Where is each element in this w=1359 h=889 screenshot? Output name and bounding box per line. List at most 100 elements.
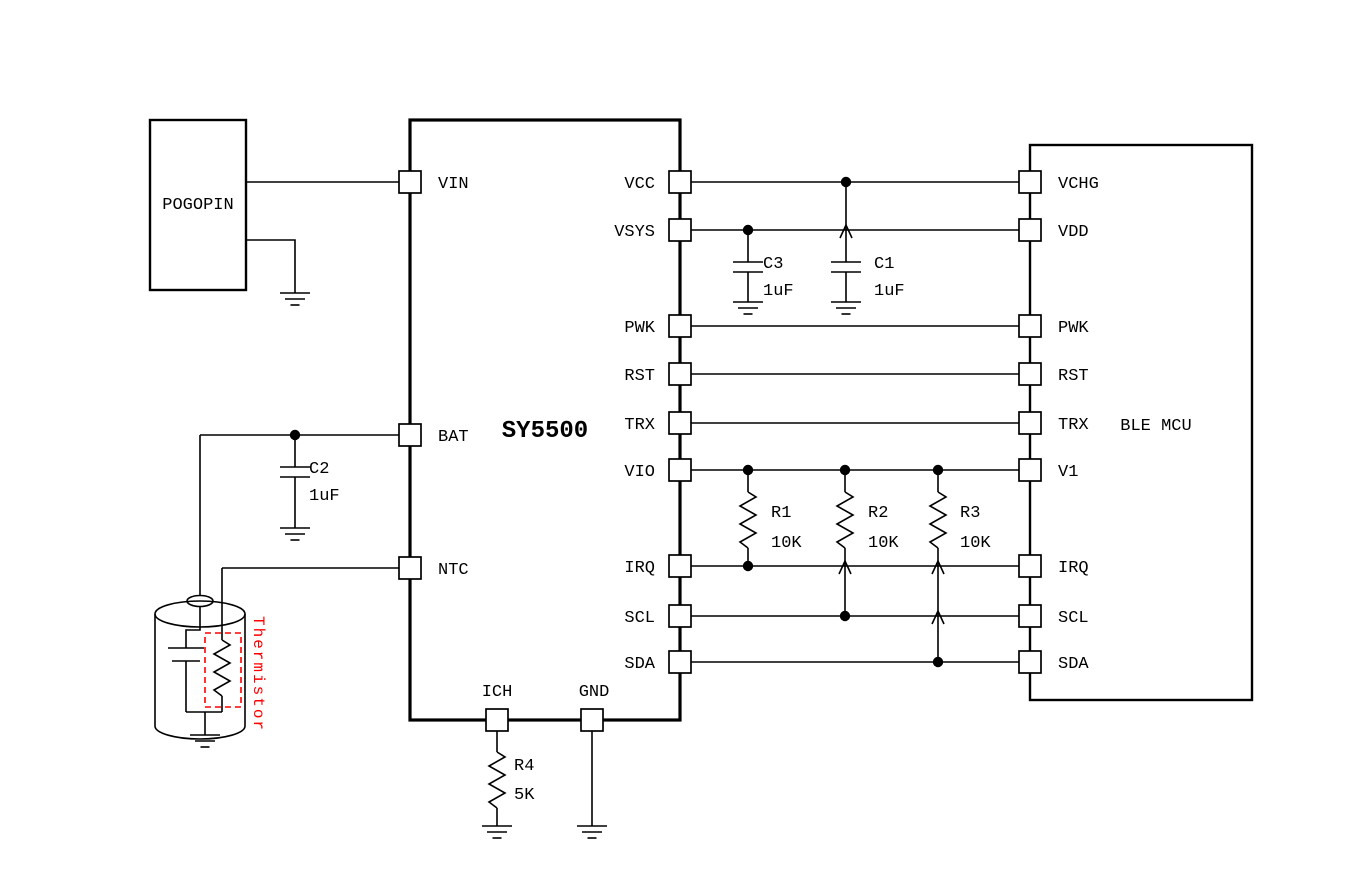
resistor-r2-symbol xyxy=(836,491,854,549)
c1-ref: C1 xyxy=(874,255,894,274)
junction-vio-r2 xyxy=(839,464,851,476)
component-labels: C3 1uF C1 1uF C2 1uF R1 10K R2 10K R3 10… xyxy=(309,255,991,805)
mcu-pin-label-trx: TRX xyxy=(1058,416,1089,435)
pin-ntc xyxy=(398,556,422,580)
ground-c2-icon xyxy=(279,527,311,541)
c2-ref: C2 xyxy=(309,460,329,479)
r4-ref: R4 xyxy=(514,757,534,776)
pin-sda xyxy=(668,650,692,674)
ble-mcu-label: BLE MCU xyxy=(1120,417,1191,436)
ground-c1-icon xyxy=(830,301,862,315)
pin-scl xyxy=(668,604,692,628)
junction-vsys-c3 xyxy=(742,224,754,236)
junction-irq-r1 xyxy=(742,560,754,572)
ic-pin-labels: VIN BAT NTC ICH GND VCC VSYS PWK RST TRX… xyxy=(438,175,656,702)
junction-bat-c2 xyxy=(289,429,301,441)
pin-label-vsys: VSYS xyxy=(614,223,655,242)
pogopin-label: POGOPIN xyxy=(162,196,233,215)
battery-internal-cell xyxy=(168,606,222,735)
pogopin-block xyxy=(148,118,248,292)
pin-ich xyxy=(485,708,509,732)
resistor-r4-symbol xyxy=(488,751,506,809)
pin-mcu-trx xyxy=(1018,411,1042,435)
pin-label-irq: IRQ xyxy=(624,559,655,578)
sy5500-title: SY5500 xyxy=(502,418,588,445)
pin-mcu-scl xyxy=(1018,604,1042,628)
wire-bat-battery xyxy=(199,434,399,596)
r2-ref: R2 xyxy=(868,504,888,523)
pin-label-vcc: VCC xyxy=(624,175,655,194)
capacitor-c3-symbol xyxy=(732,261,764,273)
c1-value: 1uF xyxy=(874,282,905,301)
r3-ref: R3 xyxy=(960,504,980,523)
pin-label-rst: RST xyxy=(624,367,655,386)
pin-mcu-v1 xyxy=(1018,458,1042,482)
pin-mcu-vchg xyxy=(1018,170,1042,194)
pin-pwk xyxy=(668,314,692,338)
ground-r4-icon xyxy=(481,825,513,839)
pin-label-vin: VIN xyxy=(438,175,469,194)
junction-scl-r2 xyxy=(839,610,851,622)
pin-gnd xyxy=(580,708,604,732)
thermistor-highlight-box xyxy=(204,632,242,708)
junction-vio-r1 xyxy=(742,464,754,476)
junction-vcc-c1 xyxy=(840,176,852,188)
capacitor-c1-symbol xyxy=(830,261,862,273)
r2-value: 10K xyxy=(868,534,899,553)
pin-vsys xyxy=(668,218,692,242)
pin-mcu-irq xyxy=(1018,554,1042,578)
capacitor-c2-symbol xyxy=(279,466,311,478)
r1-ref: R1 xyxy=(771,504,791,523)
c2-value: 1uF xyxy=(309,487,340,506)
pin-label-pwk: PWK xyxy=(624,319,655,338)
pin-rst xyxy=(668,362,692,386)
junction-dots xyxy=(289,176,944,668)
pin-label-ntc: NTC xyxy=(438,561,469,580)
pin-label-vio: VIO xyxy=(624,463,655,482)
ground-pogopin-icon xyxy=(279,292,311,306)
junction-vio-r3 xyxy=(932,464,944,476)
pin-vcc xyxy=(668,170,692,194)
ground-gndpin-icon xyxy=(576,825,608,839)
wire-ntc-thermistor xyxy=(221,567,399,640)
pin-mcu-sda xyxy=(1018,650,1042,674)
pin-label-trx: TRX xyxy=(624,416,655,435)
c3-ref: C3 xyxy=(763,255,783,274)
ble-mcu-block xyxy=(1028,143,1254,702)
ground-battery-icon xyxy=(189,734,221,748)
pin-bat xyxy=(398,423,422,447)
pin-mcu-vdd xyxy=(1018,218,1042,242)
pin-mcu-pwk xyxy=(1018,314,1042,338)
mcu-pin-label-vdd: VDD xyxy=(1058,223,1089,242)
pin-label-bat: BAT xyxy=(438,428,469,447)
battery-cell xyxy=(154,594,246,740)
wire-pogopin-gnd xyxy=(246,239,296,293)
c3-value: 1uF xyxy=(763,282,794,301)
mcu-pin-label-irq: IRQ xyxy=(1058,559,1089,578)
r4-value: 5K xyxy=(514,786,535,805)
resistor-r3-symbol xyxy=(929,491,947,549)
mcu-pin-label-vchg: VCHG xyxy=(1058,175,1099,194)
mcu-pin-label-pwk: PWK xyxy=(1058,319,1089,338)
thermistor-annotation: Thermistor xyxy=(249,616,267,732)
pin-label-sda: SDA xyxy=(624,655,655,674)
mcu-pin-label-rst: RST xyxy=(1058,367,1089,386)
mcu-pin-label-scl: SCL xyxy=(1058,609,1089,628)
pin-label-ich: ICH xyxy=(482,683,513,702)
pin-mcu-rst xyxy=(1018,362,1042,386)
thermistor-symbol xyxy=(213,639,231,697)
battery-bottom-arc xyxy=(154,725,246,740)
r1-value: 10K xyxy=(771,534,802,553)
pin-vio xyxy=(668,458,692,482)
mcu-pin-label-sda: SDA xyxy=(1058,655,1089,674)
battery-sides xyxy=(154,614,246,726)
r3-value: 10K xyxy=(960,534,991,553)
pin-label-scl: SCL xyxy=(624,609,655,628)
pin-irq xyxy=(668,554,692,578)
ground-c3-icon xyxy=(732,301,764,315)
pin-vin xyxy=(398,170,422,194)
junction-sda-r3 xyxy=(932,656,944,668)
mcu-pin-labels: VCHG VDD PWK RST TRX V1 IRQ SCL SDA xyxy=(1058,175,1099,674)
